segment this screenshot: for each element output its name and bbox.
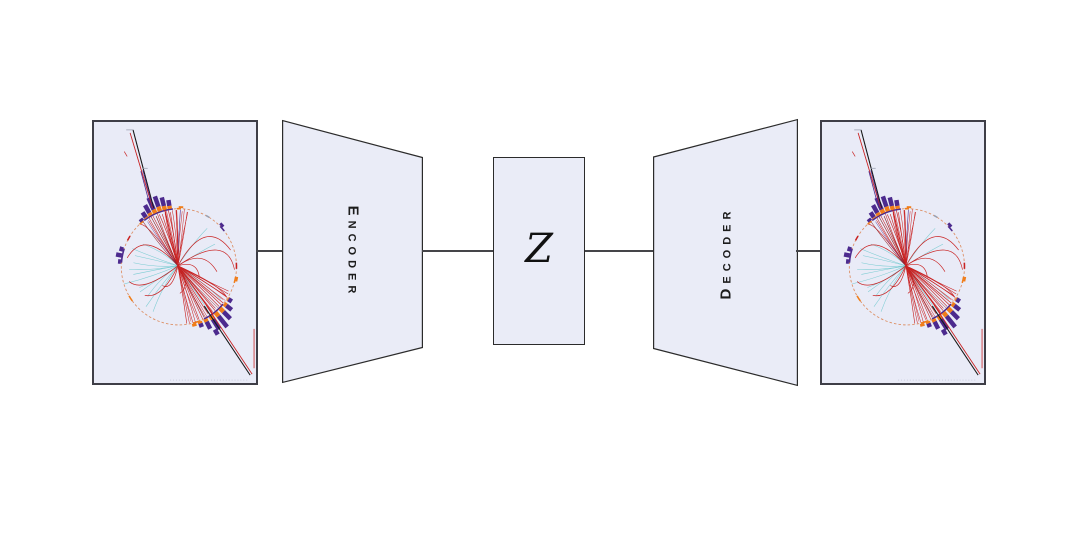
input-image-frame [92,120,258,385]
latent-label: Z [525,226,553,272]
connector-encoder-latent [422,250,493,252]
decoder-trapezoid [653,118,798,387]
connector-input-encoder [256,250,283,252]
encoder-block: Encoder [282,119,423,384]
connector-latent-decoder [585,250,653,252]
latent-space-box: Z [493,157,585,345]
output-image-frame [820,120,986,385]
collision-event-display-input [94,122,256,383]
collision-event-display-output [822,122,984,383]
decoder-shape [653,118,798,387]
encoder-trapezoid [282,119,423,384]
encoder-shape [282,119,423,384]
encoder-label: Encoder [344,205,361,298]
decoder-label: Decoder [717,206,734,299]
connector-decoder-output [796,250,822,252]
decoder-block: Decoder [653,118,798,387]
